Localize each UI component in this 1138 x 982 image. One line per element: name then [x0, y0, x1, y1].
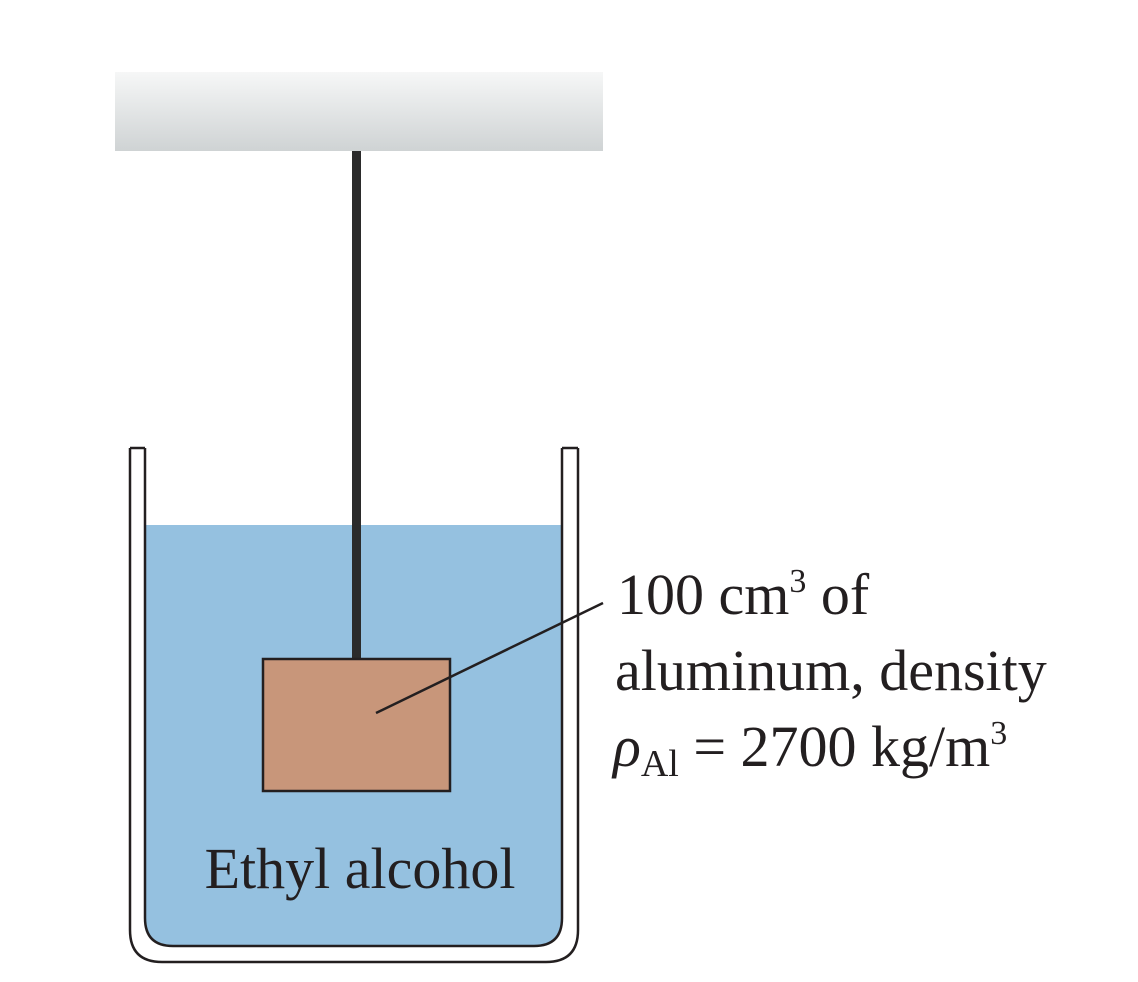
density-value: = 2700 kg/m	[679, 714, 990, 779]
callout-leader-line	[375, 601, 604, 715]
callout-line-2: aluminum, density	[615, 638, 1047, 703]
callout-volume: 100 cm	[617, 562, 789, 627]
density-symbol: ρ	[611, 714, 641, 779]
callout-line-1: 100 cm3 of	[617, 562, 870, 627]
callout-of: of	[806, 562, 870, 627]
suspension-rod	[352, 151, 361, 659]
liquid-label: Ethyl alcohol	[205, 836, 516, 901]
beaker-inner-wall	[143, 448, 564, 948]
density-unit-exponent: 3	[990, 715, 1007, 752]
density-subscript: Al	[641, 743, 679, 785]
callout-line-3: ρAl = 2700 kg/m3	[611, 714, 1007, 785]
callout-volume-exponent: 3	[789, 563, 806, 600]
aluminum-block	[261, 657, 452, 793]
ceiling-support	[115, 72, 603, 151]
beaker-outer-wall	[128, 448, 580, 964]
